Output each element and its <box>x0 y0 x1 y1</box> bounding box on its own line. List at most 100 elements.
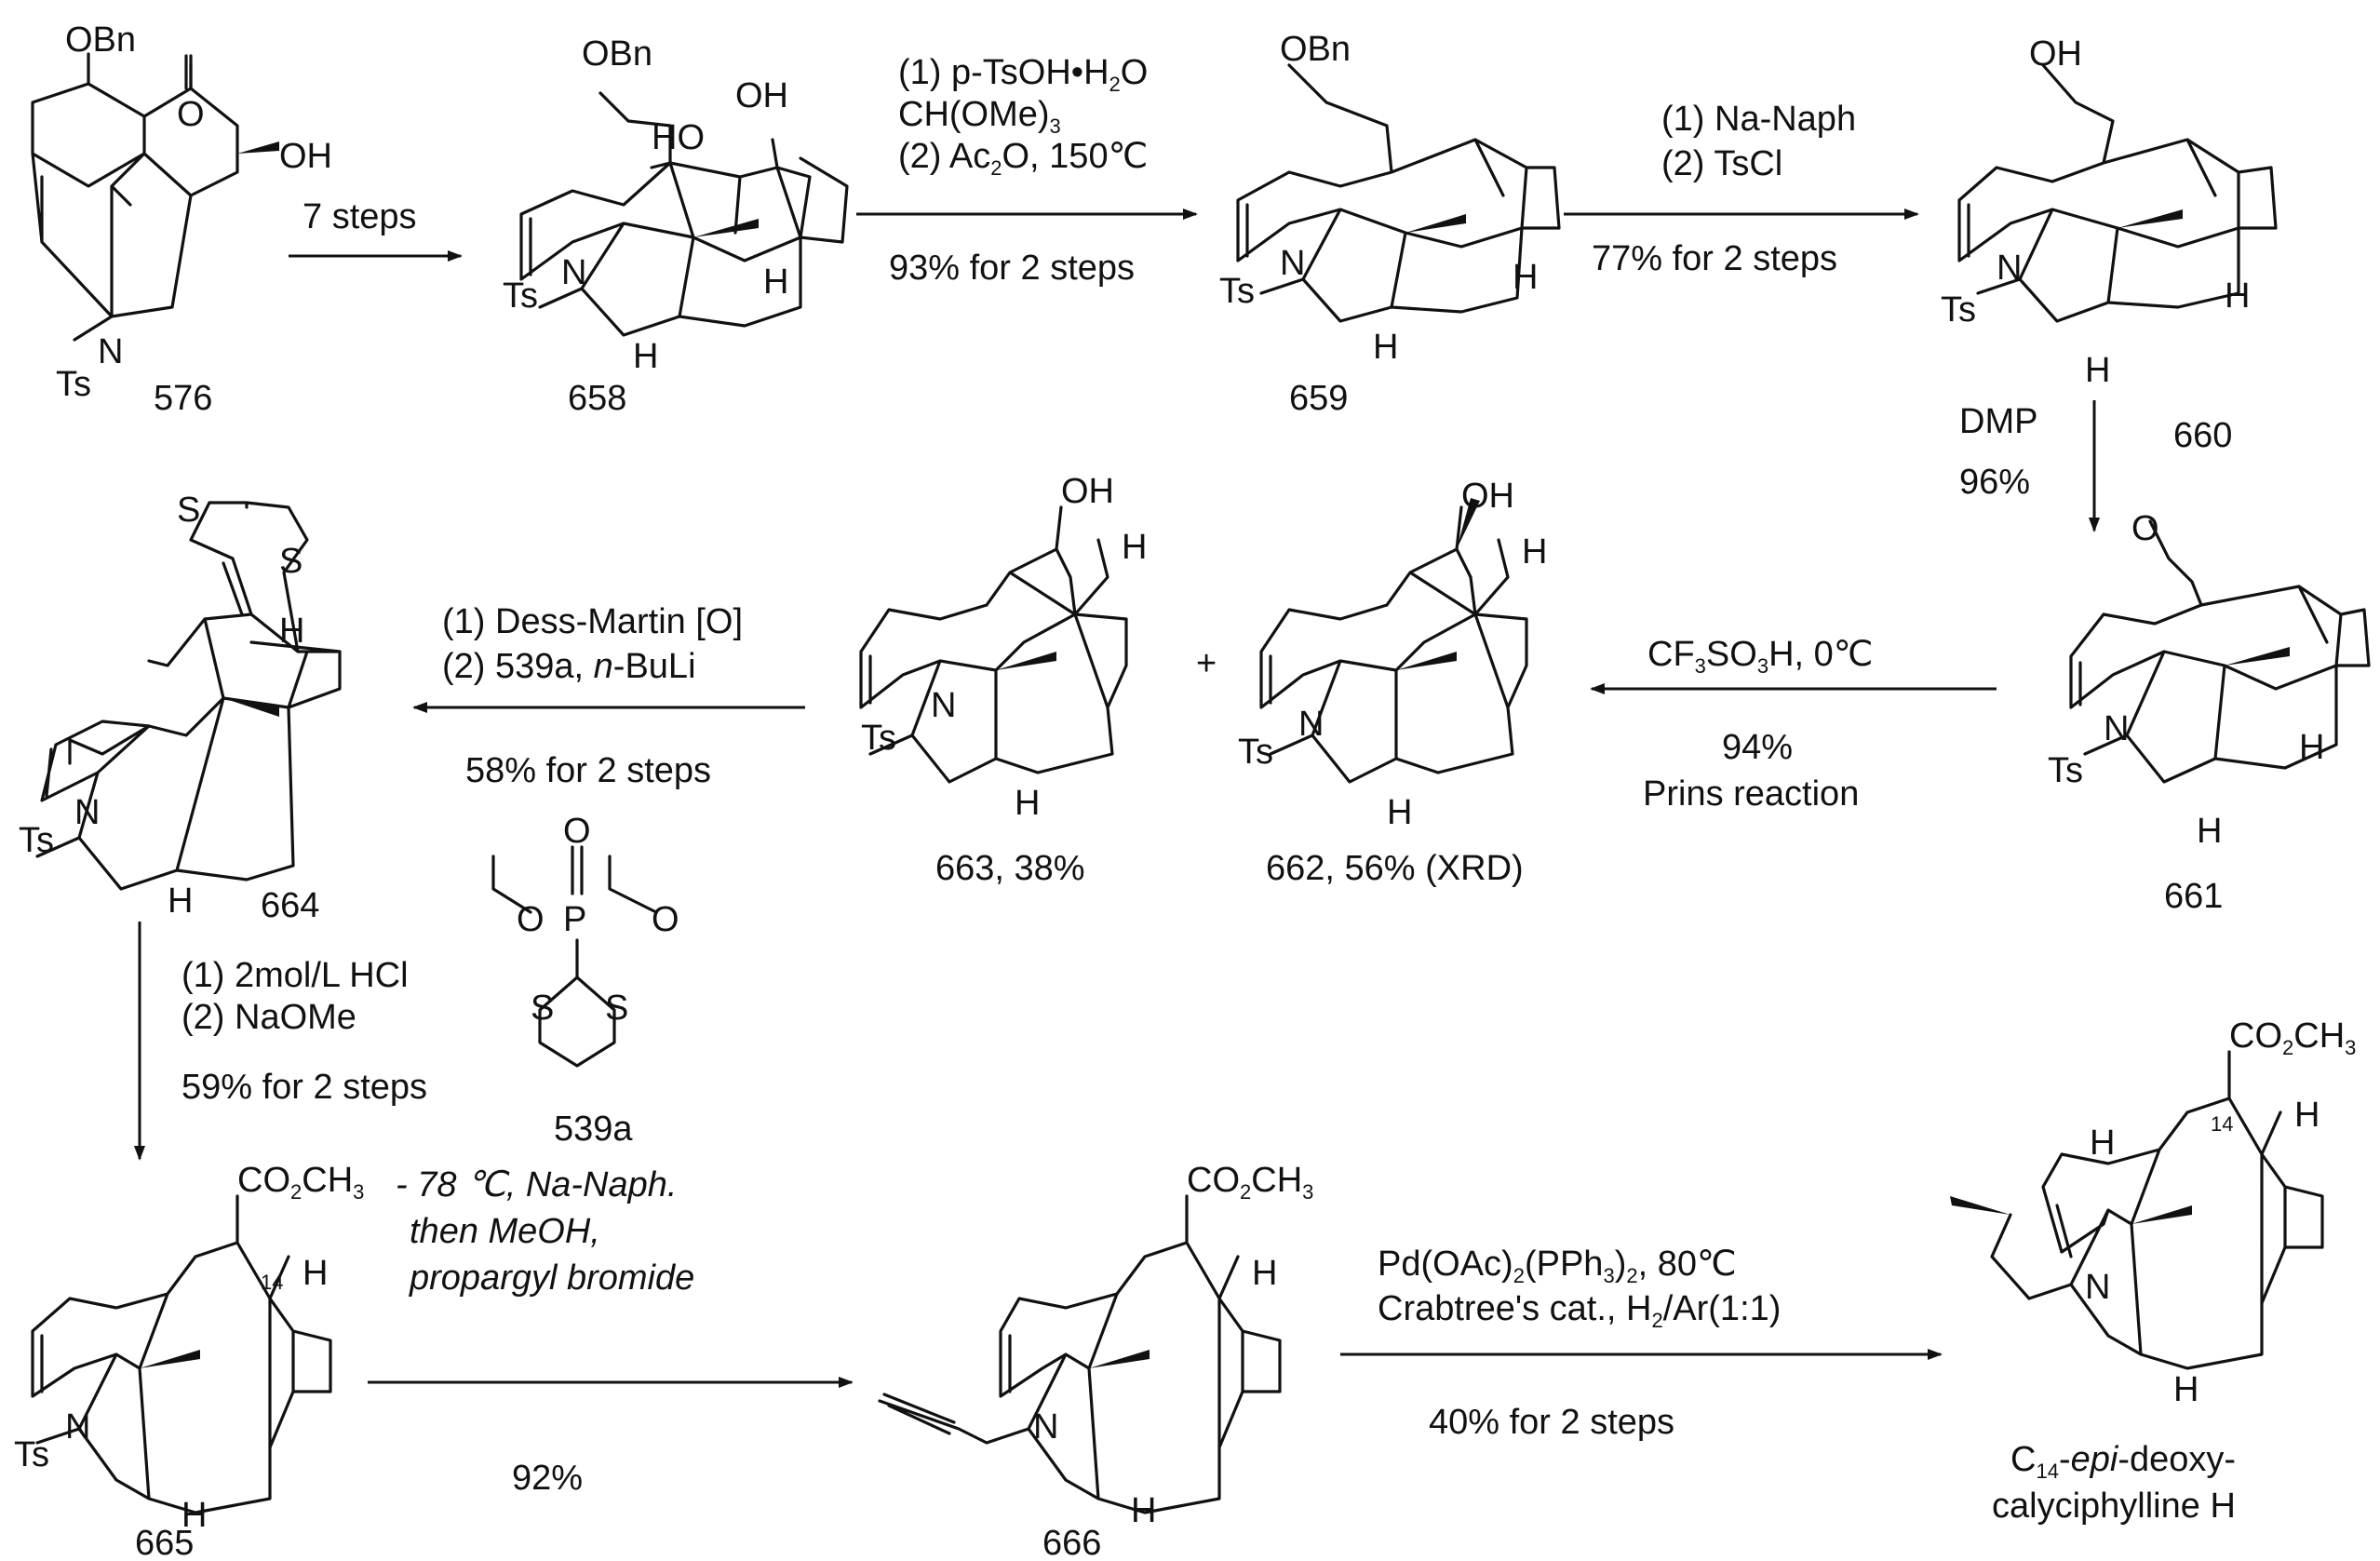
step-8-condition-1: - 78 ℃, Na-Naph. <box>396 1165 677 1204</box>
ts-label: Ts <box>19 821 54 860</box>
ketone-o-label: O <box>177 95 205 134</box>
compound-660: OH N Ts H H 660 <box>1941 34 2278 455</box>
ts-label: Ts <box>1219 272 1255 311</box>
step-3: (1) Na-Naph (2) TsCl 77% for 2 steps <box>1564 100 1919 278</box>
step-6-condition-2: (2) 539a, n-BuLi <box>442 647 696 686</box>
h-label: H <box>763 262 788 302</box>
step-7-yield: 59% for 2 steps <box>182 1068 427 1107</box>
h-label: H <box>2225 276 2250 316</box>
step-7: (1) 2mol/L HCl (2) NaOMe 59% for 2 steps <box>134 922 427 1161</box>
step-8-condition-2: then MeOH, <box>410 1212 600 1251</box>
compound-658: OBn HO OH N Ts H H 658 <box>503 34 849 418</box>
oh-label: OH <box>735 76 788 115</box>
ester-label: CO2CH3 <box>2229 1016 2356 1059</box>
compound-663: OH H N Ts H 663, 38% <box>859 472 1147 888</box>
h-label: H <box>2294 1096 2319 1135</box>
step-2-condition-2: CH(OMe)3 <box>898 95 1061 138</box>
step-4-reagent: DMP <box>1959 402 2037 441</box>
compound-number: 662, 56% (XRD) <box>1266 849 1524 888</box>
n-label: N <box>2085 1268 2110 1307</box>
step-1: 7 steps <box>289 197 463 262</box>
compound-662: OH H N Ts H 662, 56% (XRD) <box>1238 477 1547 888</box>
compound-number: 665 <box>135 1524 194 1561</box>
ester-label: CO2CH3 <box>237 1161 364 1204</box>
h-label: H <box>1122 528 1147 567</box>
ts-label: Ts <box>1238 733 1273 772</box>
step-9: Pd(OAc)2(PPh3)2, 80℃ Crabtree's cat., H2… <box>1340 1245 1943 1442</box>
o-label: O <box>517 900 545 939</box>
h-label: H <box>1387 793 1412 832</box>
h-label: H <box>2173 1370 2198 1409</box>
n-label: N <box>561 253 586 292</box>
obn-label: OBn <box>1280 30 1351 69</box>
step-8: - 78 ℃, Na-Naph. then MeOH, propargyl br… <box>368 1165 854 1498</box>
step-2-condition-1: (1) p-TsOH•H2O <box>898 53 1148 96</box>
h-label: H <box>1373 328 1398 367</box>
ts-label: Ts <box>2048 751 2083 790</box>
step-5: CF3SO3H, 0℃ 94% Prins reaction <box>1590 635 1997 814</box>
step-5-yield: 94% <box>1722 728 1793 767</box>
n-label: N <box>931 686 956 725</box>
n-label: N <box>1280 244 1305 283</box>
h-label: H <box>1015 784 1040 823</box>
ho-label: HO <box>652 118 705 157</box>
step-6-yield: 58% for 2 steps <box>465 751 711 790</box>
h-label: H <box>279 612 304 651</box>
reagent-539a: O P O O S S 539a <box>491 812 679 1149</box>
h-label: H <box>2090 1124 2115 1163</box>
ts-label: Ts <box>861 719 896 758</box>
step-2-yield: 93% for 2 steps <box>889 249 1135 288</box>
ester-label: CO2CH3 <box>1187 1161 1313 1204</box>
step-8-condition-3: propargyl bromide <box>409 1258 694 1298</box>
s-label: S <box>177 491 200 530</box>
compound-number: 658 <box>568 379 626 418</box>
obn-label: OBn <box>582 34 652 74</box>
step-8-yield: 92% <box>512 1459 583 1498</box>
compound-final-product: CO2CH3 14 H H N H C14-epi-deoxy- calycip… <box>1950 1016 2356 1526</box>
n-label: N <box>98 332 123 371</box>
s-label: S <box>279 542 303 581</box>
s-label: S <box>605 989 628 1028</box>
step-9-yield: 40% for 2 steps <box>1429 1403 1674 1442</box>
step-4: DMP 96% <box>1959 400 2100 532</box>
step-6: (1) Dess-Martin [O] (2) 539a, n-BuLi 58%… <box>412 602 805 790</box>
oh-label: OH <box>1461 477 1514 516</box>
step-3-condition-2: (2) TsCl <box>1661 144 1782 183</box>
n-label: N <box>2104 709 2129 748</box>
compound-number: 659 <box>1289 379 1348 418</box>
step-3-condition-1: (1) Na-Naph <box>1661 100 1856 139</box>
h-label: H <box>2299 728 2324 767</box>
h-label: H <box>303 1254 328 1293</box>
step-3-yield: 77% for 2 steps <box>1592 239 1837 278</box>
compound-number: 666 <box>1042 1524 1101 1561</box>
oh-label: OH <box>1061 472 1114 511</box>
n-label: N <box>65 1407 90 1447</box>
step-4-yield: 96% <box>1959 463 2030 502</box>
n-label: N <box>1033 1407 1058 1447</box>
h-label: H <box>1513 258 1538 297</box>
compound-number: 539a <box>554 1110 633 1149</box>
oh-label: OH <box>2029 34 2082 74</box>
obn-label: OBn <box>65 20 136 60</box>
h-label: H <box>633 337 658 376</box>
step-2-condition-3: (2) Ac2O, 150℃ <box>898 137 1148 180</box>
compound-659: OBn N Ts H H 659 <box>1219 30 1561 418</box>
ts-label: Ts <box>56 365 91 404</box>
step-7-condition-2: (2) NaOMe <box>182 998 356 1037</box>
step-5-note: Prins reaction <box>1643 774 1859 814</box>
ts-label: Ts <box>1941 290 1976 330</box>
h-label: H <box>2085 351 2110 390</box>
step-9-condition-2: Crabtree's cat., H2/Ar(1:1) <box>1378 1289 1781 1332</box>
ts-label: Ts <box>14 1435 49 1474</box>
step-2: (1) p-TsOH•H2O CH(OMe)3 (2) Ac2O, 150℃ 9… <box>856 53 1198 288</box>
h-label: H <box>1131 1491 1156 1530</box>
o-label: O <box>2131 509 2159 548</box>
step-9-condition-1: Pd(OAc)2(PPh3)2, 80℃ <box>1378 1245 1737 1287</box>
h-label: H <box>1522 532 1547 572</box>
h-label: H <box>1252 1254 1277 1293</box>
plus-sign: + <box>1196 644 1217 683</box>
compound-661: O N Ts H H 661 <box>2048 509 2371 916</box>
product-name-line-1: C14-epi-deoxy- <box>2010 1440 2236 1483</box>
h-label: H <box>182 1496 207 1535</box>
step-6-condition-1: (1) Dess-Martin [O] <box>442 602 743 641</box>
